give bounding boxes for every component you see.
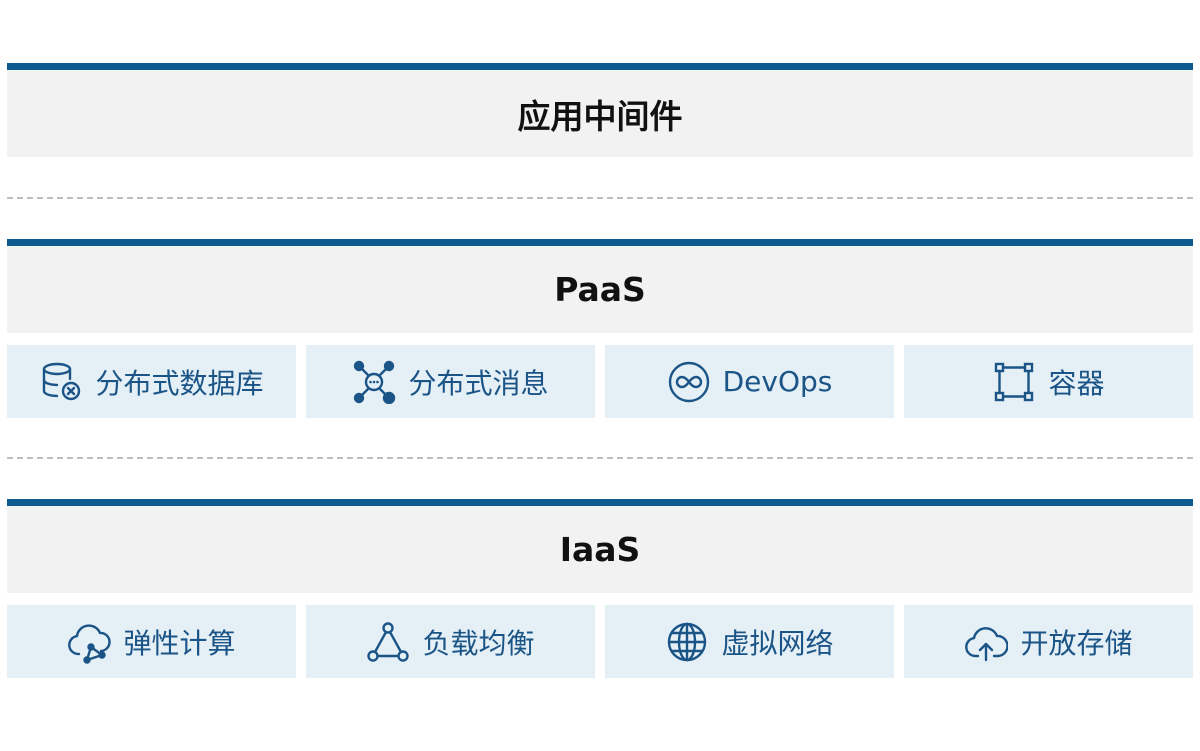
paas-top-bar	[7, 239, 1193, 246]
container-icon	[992, 360, 1036, 404]
globe-icon	[665, 620, 709, 664]
paas-title: PaaS	[554, 270, 646, 309]
iaas-item-elastic-compute: 弹性计算	[7, 605, 296, 678]
message-network-icon	[352, 360, 396, 404]
paas-item-devops: DevOps	[605, 345, 894, 418]
load-balance-icon	[366, 620, 410, 664]
database-icon	[39, 360, 83, 404]
middleware-top-bar	[7, 63, 1193, 70]
divider-dashed-1	[7, 197, 1193, 199]
divider-dashed-2	[7, 457, 1193, 459]
paas-item-label: 分布式数据库	[95, 366, 264, 400]
paas-item-container: 容器	[904, 345, 1193, 418]
iaas-item-label: 负载均衡	[422, 626, 535, 660]
paas-item-label: 容器	[1048, 366, 1105, 400]
iaas-item-virtual-network: 虚拟网络	[605, 605, 894, 678]
iaas-item-open-storage: 开放存储	[904, 605, 1193, 678]
paas-item-label: 分布式消息	[408, 366, 549, 400]
iaas-title: IaaS	[559, 530, 641, 569]
iaas-item-label: 弹性计算	[123, 626, 236, 660]
paas-header: PaaS	[7, 246, 1193, 333]
iaas-item-label: 虚拟网络	[721, 626, 834, 660]
iaas-header: IaaS	[7, 506, 1193, 593]
infinity-icon	[667, 360, 711, 404]
iaas-item-label: 开放存储	[1020, 626, 1133, 660]
iaas-top-bar	[7, 499, 1193, 506]
iaas-item-load-balance: 负载均衡	[306, 605, 595, 678]
paas-item-distributed-message: 分布式消息	[306, 345, 595, 418]
cloud-upload-icon	[964, 620, 1009, 664]
paas-item-distributed-database: 分布式数据库	[7, 345, 296, 418]
cloud-compute-icon	[67, 620, 112, 664]
paas-item-label: DevOps	[722, 365, 833, 398]
middleware-title: 应用中间件	[517, 96, 683, 136]
middleware-header: 应用中间件	[7, 70, 1193, 157]
